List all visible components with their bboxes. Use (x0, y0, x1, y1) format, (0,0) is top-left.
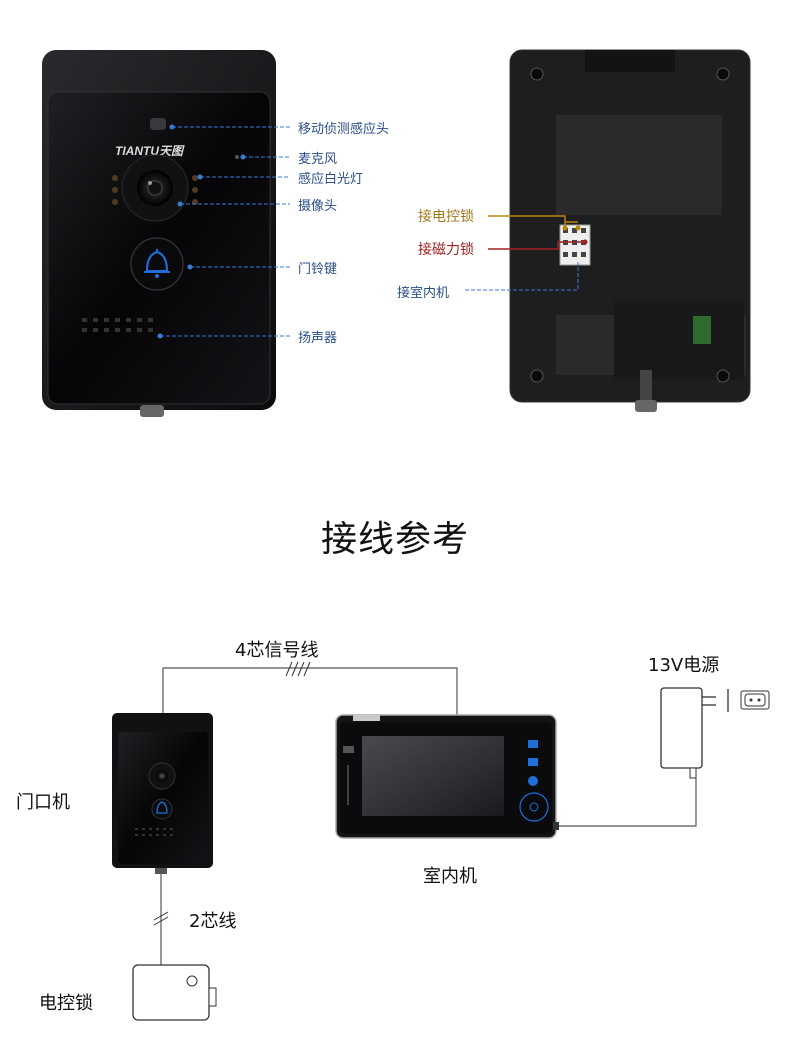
indoor-monitor (335, 714, 557, 839)
motion-sensor-icon (150, 118, 166, 130)
label-lock: 电控锁 (39, 993, 93, 1014)
label-microphone: 麦克风 (298, 152, 338, 167)
label-speaker: 扬声器 (298, 331, 338, 346)
front-door-unit: TIANTU天图 (42, 50, 290, 417)
label-indoor-connect: 接室内机 (397, 286, 450, 301)
label-camera: 摄像头 (298, 199, 338, 214)
section-title: 接线参考 (320, 519, 469, 560)
label-power: 13V电源 (648, 655, 720, 676)
wiring-diagram (112, 661, 770, 1021)
electric-lock-icon (132, 964, 217, 1021)
label-doorbell-key: 门铃键 (298, 262, 338, 277)
door-unit-small (112, 713, 213, 874)
label-indoor-unit: 室内机 (423, 866, 477, 887)
microphone-icon (235, 155, 239, 159)
label-magnetic-lock: 接磁力锁 (418, 242, 474, 258)
label-signal-cable: 4芯信号线 (235, 640, 319, 661)
wall-socket-icon (740, 690, 770, 710)
power-adapter-icon (660, 687, 716, 779)
doorbell-button-icon (130, 237, 184, 291)
camera-icon (112, 154, 198, 222)
label-electric-lock: 接电控锁 (418, 209, 474, 225)
label-two-wire: 2芯线 (189, 911, 237, 932)
label-motion-sensor: 移动侦测感应头 (298, 122, 390, 137)
brand-logo: TIANTU天图 (115, 144, 185, 158)
label-door-unit: 门口机 (16, 792, 70, 813)
rear-door-unit (465, 49, 751, 412)
speaker-grille-icon (82, 318, 153, 332)
label-white-light: 感应白光灯 (298, 172, 364, 187)
svg-text:TIANTU天图: TIANTU天图 (115, 144, 185, 158)
